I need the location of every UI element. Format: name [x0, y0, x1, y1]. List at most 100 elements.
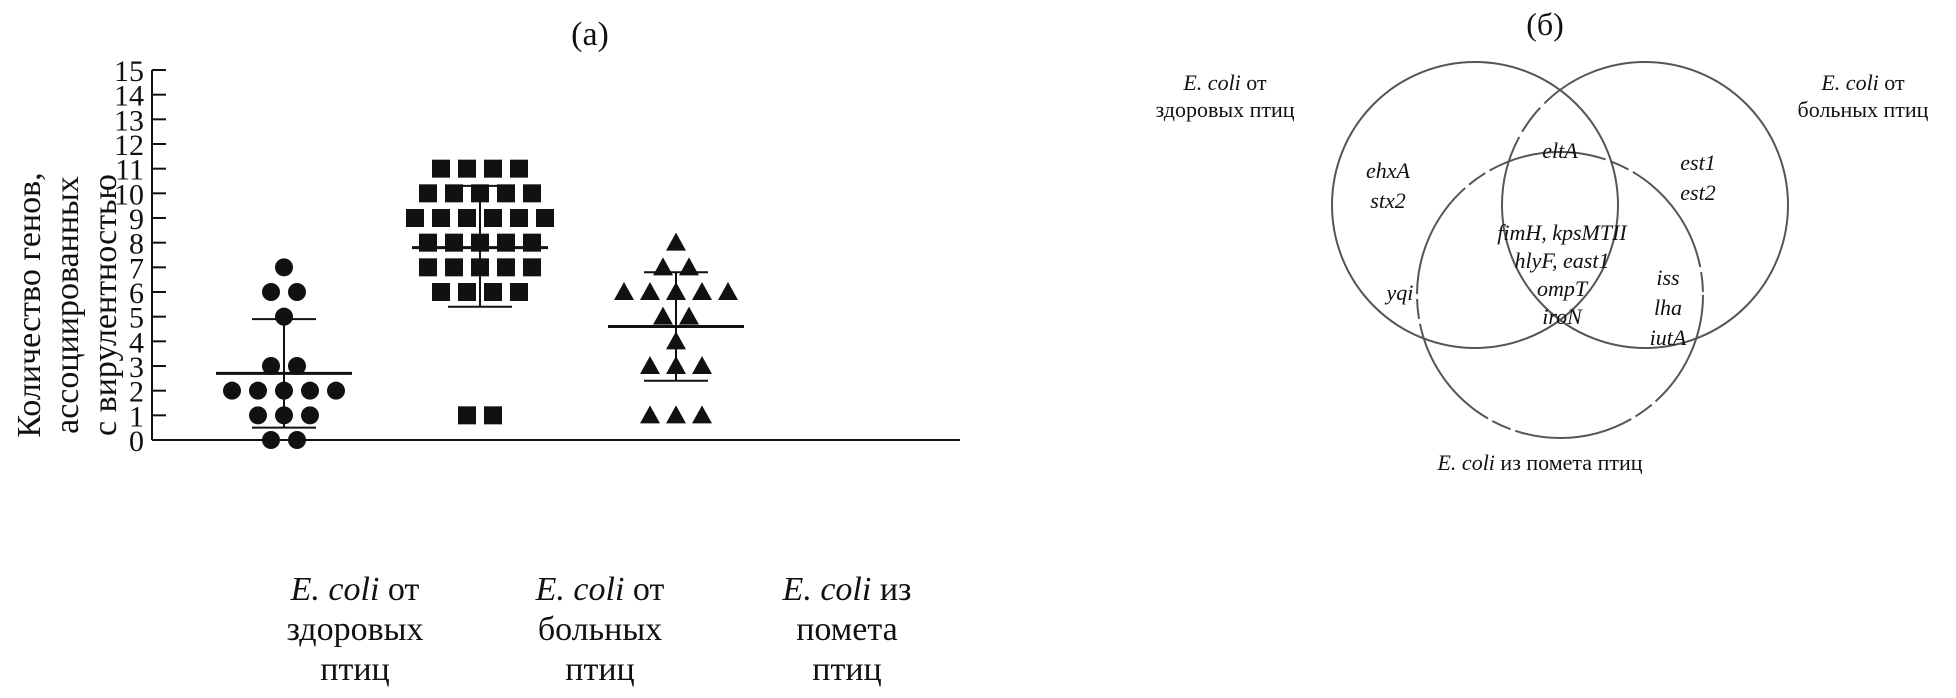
panel-a-label: (а) — [571, 16, 609, 53]
triangle-point — [614, 282, 634, 300]
category-label-sick-line2: больных — [538, 611, 662, 648]
region-healthy-droppings-gene-1: yqi — [1385, 280, 1414, 305]
square-point — [523, 184, 541, 203]
square-point — [419, 258, 437, 277]
region-sick-only-gene-1: est1 — [1680, 150, 1715, 175]
square-point — [484, 283, 502, 301]
category-label-droppings-line2: помета — [796, 611, 898, 648]
region-healthy-only-gene-1: ehxA — [1366, 158, 1411, 183]
square-point — [432, 159, 450, 178]
triangle-point — [692, 356, 712, 374]
circle-point — [288, 283, 306, 301]
venn-label-healthy: E. coli от здоровых птиц — [1155, 70, 1294, 122]
region-all-gene-2: hlyF, east1 — [1515, 248, 1610, 273]
triangle-point — [653, 257, 673, 276]
y-tick-label-11: 11 — [115, 154, 144, 187]
venn-label-healthy-line2: здоровых птиц — [1155, 97, 1294, 122]
y-axis-label-line-1: Количество генов, — [11, 172, 48, 437]
region-all-gene-4: iroN — [1542, 304, 1583, 329]
venn-label-healthy-italic: E. coli — [1182, 70, 1240, 95]
venn-diagram — [1331, 61, 1789, 439]
circle-point — [262, 431, 280, 449]
category-label-healthy-line3: птиц — [320, 651, 389, 688]
y-axis-label-line-3: с вирулентностью — [87, 174, 124, 436]
triangle-point — [640, 405, 660, 424]
venn-circle-sick — [1501, 61, 1789, 349]
triangle-point — [653, 306, 673, 325]
venn-regions: ehxA stx2 eltA est1 est2 fimH, kpsMTII h… — [1366, 138, 1716, 350]
region-sick-only-gene-2: est2 — [1680, 180, 1715, 205]
y-tick-label-14: 14 — [114, 80, 144, 113]
square-point — [510, 159, 528, 178]
venn-label-sick-rest: от — [1879, 70, 1905, 95]
square-point — [510, 283, 528, 301]
square-point — [458, 159, 476, 178]
category-label-droppings-italic: E. coli — [782, 571, 872, 608]
region-healthy-only-gene-2: stx2 — [1370, 188, 1405, 213]
svg-text:E. coli от: E. coli от — [290, 571, 420, 608]
y-tick-label-12: 12 — [114, 129, 144, 162]
y-tick-label-9: 9 — [129, 203, 144, 236]
category-label-sick-rest: от — [624, 571, 664, 608]
triangle-point — [666, 405, 686, 424]
y-tick-label-2: 2 — [129, 376, 144, 409]
y-axis-label-line-2: ассоциированных — [49, 176, 86, 434]
square-point — [458, 283, 476, 301]
y-tick-label-3: 3 — [129, 351, 144, 384]
panel-a-marks — [216, 159, 744, 449]
triangle-point — [640, 282, 660, 300]
category-label-sick: E. coli от больных птиц — [535, 571, 665, 688]
square-point — [458, 209, 476, 227]
square-point — [432, 209, 450, 227]
svg-text:E. coli из помета птиц: E. coli из помета птиц — [1436, 450, 1642, 475]
square-point — [536, 209, 554, 227]
square-point — [484, 406, 502, 425]
y-tick-label-15: 15 — [114, 55, 144, 88]
category-label-droppings-rest: из — [871, 571, 911, 608]
category-label-healthy: E. coli от здоровых птиц — [286, 571, 423, 688]
y-tick-label-1: 1 — [129, 400, 144, 433]
y-tick-label-8: 8 — [129, 228, 144, 261]
triangle-point — [679, 257, 699, 276]
region-sick-droppings-gene-2: lha — [1654, 295, 1682, 320]
square-point — [510, 209, 528, 227]
square-point — [497, 184, 515, 203]
y-tick-label-5: 5 — [129, 302, 144, 335]
circle-point — [275, 307, 293, 326]
y-tick-label-13: 13 — [114, 104, 144, 137]
circle-point — [249, 406, 267, 425]
circle-point — [262, 357, 280, 375]
venn-label-droppings-italic: E. coli — [1436, 450, 1494, 475]
triangle-point — [666, 232, 686, 251]
svg-text:E. coli от: E. coli от — [535, 571, 665, 608]
category-label-droppings-line3: птиц — [812, 651, 881, 688]
y-tick-label-6: 6 — [129, 277, 144, 310]
square-point — [406, 209, 424, 227]
circle-point — [301, 406, 319, 425]
circle-point — [288, 357, 306, 375]
square-point — [484, 209, 502, 227]
circle-point — [288, 431, 306, 449]
panel-a-axes — [151, 70, 960, 441]
venn-label-healthy-rest: от — [1241, 70, 1267, 95]
category-label-healthy-line2: здоровых — [286, 611, 423, 648]
venn-label-sick-italic: E. coli — [1820, 70, 1878, 95]
circle-point — [262, 283, 280, 301]
panel-b-label: (б) — [1526, 6, 1564, 42]
category-label-healthy-rest: от — [379, 571, 419, 608]
y-axis-label: Количество генов, ассоциированных с виру… — [11, 172, 124, 437]
triangle-point — [692, 405, 712, 424]
square-point — [445, 184, 463, 203]
triangle-point — [679, 306, 699, 325]
triangle-point — [640, 356, 660, 374]
venn-label-sick-line2: больных птиц — [1798, 97, 1929, 122]
svg-text:E. coli из: E. coli из — [782, 571, 912, 608]
region-healthy-sick-gene-1: eltA — [1542, 138, 1578, 163]
venn-label-droppings-rest: из помета птиц — [1495, 450, 1643, 475]
venn-circle-droppings — [1416, 151, 1704, 439]
category-label-healthy-italic: E. coli — [290, 571, 380, 608]
circle-point — [249, 381, 267, 400]
category-label-sick-italic: E. coli — [535, 571, 625, 608]
region-sick-droppings-gene-1: iss — [1656, 265, 1679, 290]
